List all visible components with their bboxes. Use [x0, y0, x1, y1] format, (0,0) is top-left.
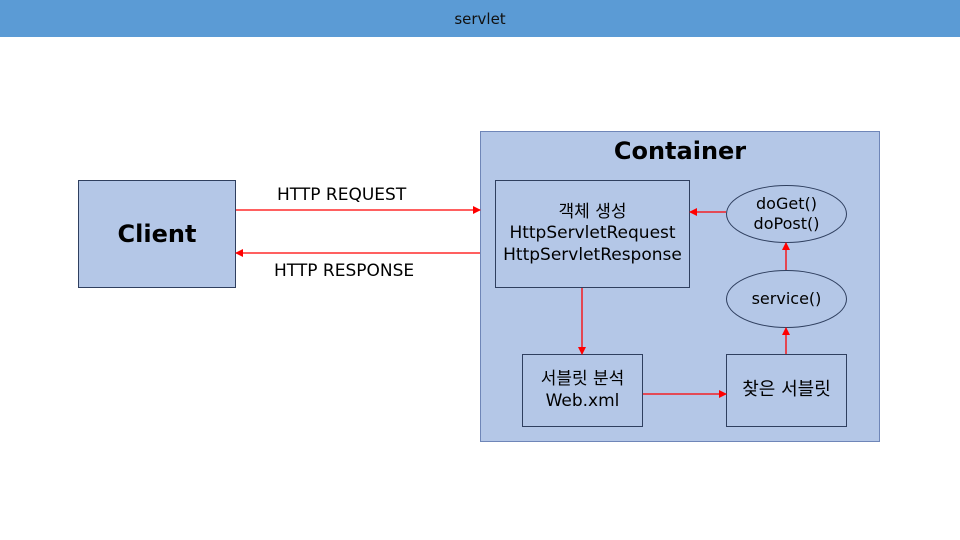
- found-servlet-box: 찾은 서블릿: [726, 354, 847, 427]
- page-title: servlet: [454, 9, 506, 28]
- web-xml-label: Web.xml: [545, 390, 620, 411]
- http-servlet-response-label: HttpServletResponse: [503, 244, 682, 265]
- service-label: service(): [751, 289, 822, 308]
- object-creation-box: 객체 생성 HttpServletRequest HttpServletResp…: [495, 180, 690, 288]
- doget-label: doGet(): [756, 194, 817, 213]
- servlet-analysis-box: 서블릿 분석 Web.xml: [522, 354, 643, 427]
- service-ellipse: service(): [726, 270, 847, 328]
- client-box: Client: [78, 180, 236, 288]
- title-bar: servlet: [0, 0, 960, 37]
- client-label: Client: [117, 220, 197, 248]
- servlet-analysis-title: 서블릿 분석: [540, 369, 625, 390]
- http-servlet-request-label: HttpServletRequest: [509, 223, 676, 244]
- http-response-label: HTTP RESPONSE: [274, 261, 415, 281]
- dopost-label: doPost(): [753, 214, 820, 233]
- http-request-label: HTTP REQUEST: [277, 185, 407, 205]
- found-servlet-label: 찾은 서블릿: [742, 379, 831, 401]
- container-label: Container: [613, 137, 747, 165]
- object-creation-title: 객체 생성: [558, 202, 627, 223]
- do-methods-ellipse: doGet() doPost(): [726, 185, 847, 243]
